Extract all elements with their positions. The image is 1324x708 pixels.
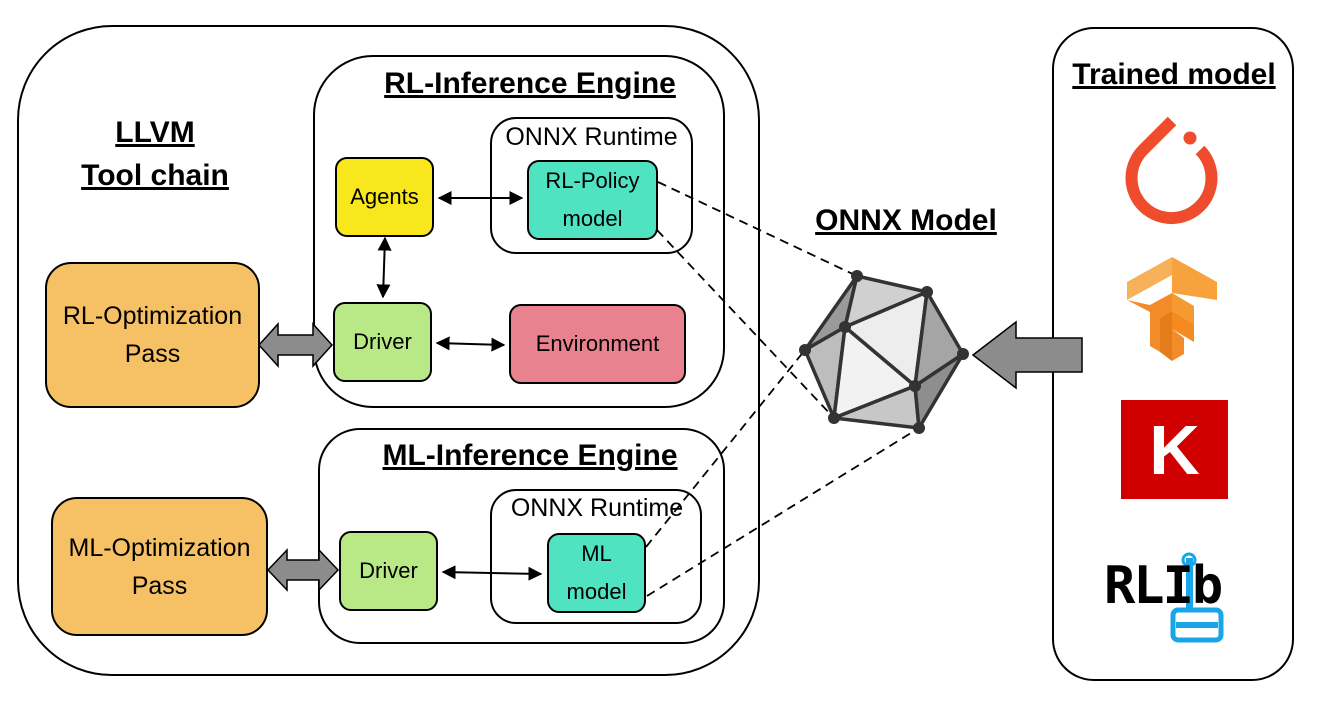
ml-pass-line2: Pass: [131, 571, 188, 600]
rl-policy-line2: model: [562, 206, 623, 231]
llvm-title: LLVM Tool chain: [40, 114, 270, 194]
ml-optimization-pass: ML-Optimization Pass: [51, 497, 268, 636]
llvm-title-line1: LLVM: [115, 116, 195, 149]
keras-letter: K: [1149, 410, 1200, 489]
rl-engine-title: RL-Inference Engine: [384, 67, 676, 100]
ml-runtime-label: ONNX Runtime: [510, 494, 684, 522]
rl-policy-line1: RL-Policy: [545, 168, 640, 193]
onnx-icosahedron-icon: [799, 270, 969, 434]
rl-optimization-pass: RL-Optimization Pass: [45, 262, 260, 408]
onnx-model-title: ONNX Model: [815, 204, 997, 237]
ml-model-line1: ML: [581, 541, 612, 566]
rl-policy-model-node: RL-Policy model: [527, 160, 658, 240]
rllib-text: RLIb: [1104, 556, 1223, 616]
rl-driver-node: Driver: [333, 302, 432, 382]
environment-node: Environment: [509, 304, 686, 384]
ml-driver-node: Driver: [339, 531, 438, 611]
ml-pass-line1: ML-Optimization: [68, 533, 251, 562]
rl-pass-line2: Pass: [124, 340, 181, 368]
rl-runtime-label: ONNX Runtime: [505, 123, 678, 151]
trained-model-title: Trained model: [1072, 58, 1276, 91]
ml-model-line2: model: [566, 579, 627, 604]
rl-pass-line1: RL-Optimization: [62, 302, 243, 330]
ml-engine-title: ML-Inference Engine: [382, 439, 678, 472]
ml-model-node: ML model: [547, 533, 646, 613]
agents-node: Agents: [335, 157, 434, 237]
llvm-title-line2: Tool chain: [81, 159, 229, 192]
